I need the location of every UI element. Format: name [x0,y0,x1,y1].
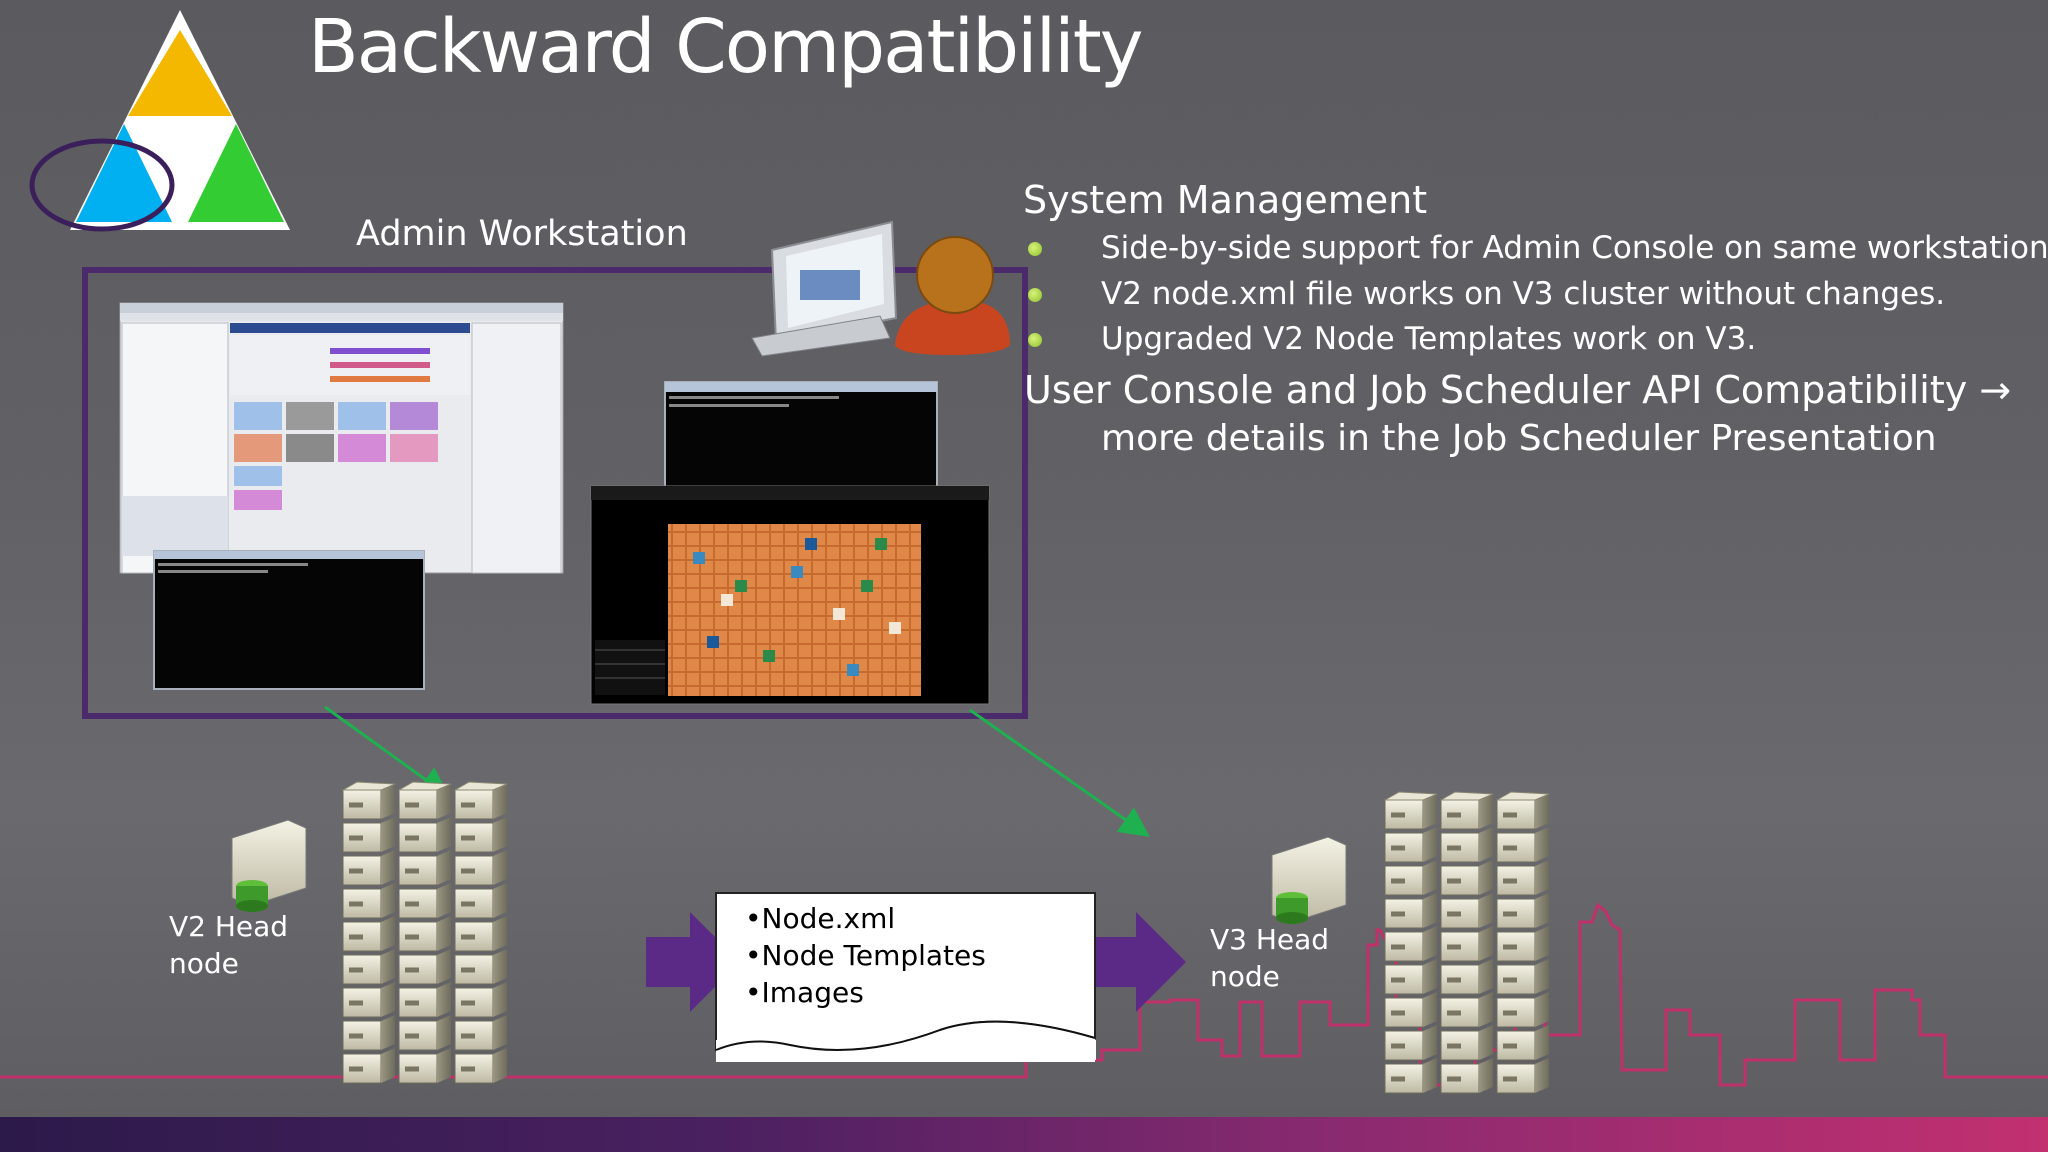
system-management-bullet: Upgraded V2 Node Templates work on V3. [1101,321,1757,357]
v3-server-cluster-icon [1383,791,1550,1094]
document-item: •Images [745,976,864,1009]
v3-head-node-server-icon [1271,836,1347,924]
document-item: •Node.xml [745,902,896,935]
system-management-bullet: Side-by-side support for Admin Console o… [1101,230,2048,266]
bullet-dot [1028,242,1042,256]
v2-server-cluster-icon [341,781,508,1084]
v2-head-node-server-icon [231,819,307,912]
admin-workstation-frame [82,267,1028,719]
slide-title: Backward Compatibility [308,4,1144,90]
connector-arrow-right [969,708,1150,837]
command-window-right [664,381,938,493]
purple-arrow-left [646,912,740,1012]
bottom-accent-bar [0,1117,2048,1152]
api-compatibility-detail: more details in the Job Scheduler Presen… [1101,418,1937,459]
purple-arrow-right [1092,912,1186,1012]
bullet-dot [1028,333,1042,347]
admin-computer-icon [751,220,898,357]
api-compatibility-line: User Console and Job Scheduler API Compa… [1024,368,2012,412]
admin-workstation-label: Admin Workstation [356,214,688,254]
system-management-bullet: V2 node.xml file works on V3 cluster wit… [1101,276,1946,312]
v3-head-node-label: V3 Head node [1210,923,1330,993]
heatmap-window [590,485,990,705]
skyline-line [0,902,2048,1087]
v2-head-node-label: V2 Head node [169,910,289,980]
admin-console-window [119,302,564,574]
document-content: •Node.xml •Node Templates •Images [745,900,986,1011]
document-item: •Node Templates [745,939,986,972]
user-icon [895,236,1010,355]
product-logo-icon [29,10,290,232]
bullet-dot [1028,288,1042,302]
system-management-heading: System Management [1023,178,1428,222]
connector-arrow-left [324,705,450,798]
command-window-left [153,550,425,690]
